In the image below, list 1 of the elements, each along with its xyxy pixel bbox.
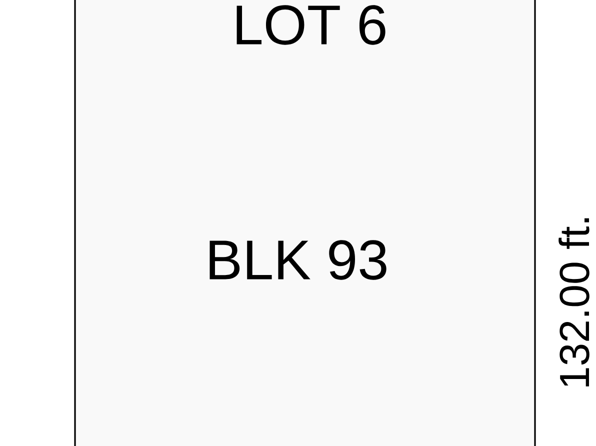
lot-parcel: LOT 6 BLK 93 <box>74 0 536 446</box>
